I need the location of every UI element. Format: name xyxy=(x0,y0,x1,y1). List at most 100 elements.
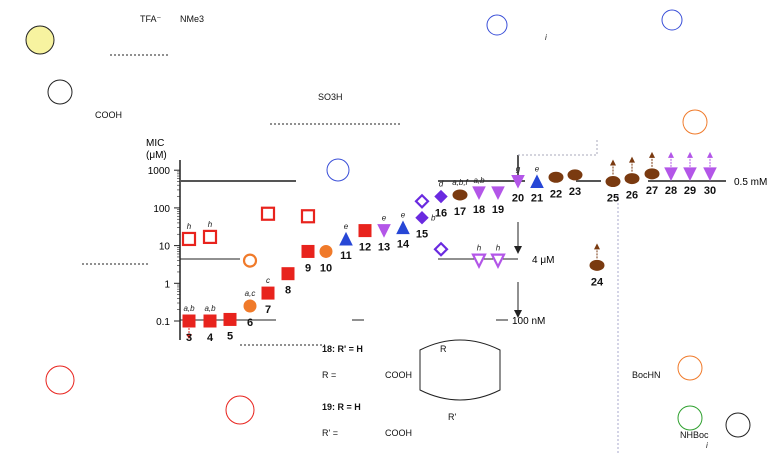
footnote-mark: h xyxy=(187,222,192,231)
cooh-label: COOH xyxy=(95,110,122,120)
nhboc-label: NHBoc xyxy=(680,430,709,440)
marker-15 xyxy=(414,193,430,209)
compound-number: 16 xyxy=(435,208,447,220)
footnote-mark: h xyxy=(477,244,482,253)
marker-23 xyxy=(567,169,583,181)
macrocycle-18-19 xyxy=(419,339,501,401)
dotted-connector xyxy=(518,140,598,156)
marker-28 xyxy=(664,167,678,181)
benzoxazole-ring xyxy=(326,158,350,182)
marker-25 xyxy=(605,176,621,188)
marker-19 xyxy=(490,253,506,270)
marker-9 xyxy=(301,244,315,258)
footnote-mark: g xyxy=(516,165,521,174)
compound-number: 21 xyxy=(531,193,543,205)
dithiolane-23 xyxy=(682,109,708,135)
level-100nM: 100 nM xyxy=(512,316,545,327)
marker-8 xyxy=(281,267,295,281)
compound-number: 23 xyxy=(569,186,581,198)
compound-number: 9 xyxy=(305,262,311,274)
benzothiazole-ring xyxy=(486,14,508,36)
so3h-label: SO3H xyxy=(318,92,343,102)
legend-19-r: R' = xyxy=(322,428,338,438)
marker-16 xyxy=(434,189,448,204)
arrow-up-head xyxy=(610,159,616,166)
marker-26 xyxy=(624,173,640,185)
footnote-mark: e xyxy=(401,211,406,220)
marker-12 xyxy=(358,224,372,238)
footnote-mark: h xyxy=(496,244,501,253)
dithiolane-28 xyxy=(677,355,703,381)
arrow-up-head xyxy=(707,151,713,158)
marker-22 xyxy=(548,171,564,183)
y-tick-label: 100 xyxy=(153,204,170,215)
marker-21 xyxy=(530,174,544,189)
footnote-15: i xyxy=(545,33,547,42)
compound-number: 22 xyxy=(550,188,562,200)
dithiolane-30 xyxy=(725,412,751,438)
compound-number: 18 xyxy=(473,204,485,216)
tfa-label: TFA⁻ xyxy=(140,14,162,24)
marker-7 xyxy=(260,206,276,221)
bochn-label: BocHN xyxy=(632,370,661,380)
compound-number: 24 xyxy=(591,276,604,288)
marker-6 xyxy=(242,253,258,268)
y-tick-label: 10 xyxy=(159,242,171,253)
compound-number: 12 xyxy=(359,242,371,254)
compound-number: 13 xyxy=(378,242,390,254)
marker-30 xyxy=(703,167,717,181)
reference-lines: 0.5 mM 4 μM 100 nM xyxy=(180,140,767,455)
footnote-mark: a,b,f xyxy=(452,178,468,187)
marker-5 xyxy=(223,312,237,326)
compound-number: 28 xyxy=(665,185,677,197)
structure-text: TFA⁻ NMe3 SO3H COOH 18: R' = H R = 19: R… xyxy=(25,9,751,450)
marker-6 xyxy=(243,299,257,313)
polysulfide-ring-10 xyxy=(225,395,255,425)
compound-number: 3 xyxy=(186,332,192,344)
arrow-up-head xyxy=(594,243,600,250)
compound-number: 4 xyxy=(207,332,214,344)
marker-20 xyxy=(511,175,525,189)
footnote-mark: a,b xyxy=(183,304,195,313)
legend-18-r: R = xyxy=(322,370,336,380)
compound-number: 5 xyxy=(227,330,233,342)
footnote-mark: e xyxy=(535,165,540,174)
footnote-mark: a,c xyxy=(245,289,256,298)
footnote-mark: b xyxy=(431,214,436,223)
marker-19 xyxy=(491,186,505,201)
compound-number: 15 xyxy=(416,229,428,241)
arrow-down-head xyxy=(186,334,192,339)
footnote-27: i xyxy=(706,441,708,450)
arrow-up-head xyxy=(629,156,635,163)
marker-24 xyxy=(589,259,605,271)
compound-number: 10 xyxy=(320,262,332,274)
compound-number: 29 xyxy=(684,185,696,197)
r-label: R xyxy=(440,344,447,354)
compound-number: 27 xyxy=(646,185,658,197)
marker-18 xyxy=(471,253,487,270)
marker-11 xyxy=(339,231,353,246)
level-05mM: 0.5 mM xyxy=(734,177,767,188)
footnote-mark: c xyxy=(266,276,270,285)
marker-7 xyxy=(261,286,275,300)
marker-4 xyxy=(203,314,217,328)
rprime-label: R' xyxy=(448,412,456,422)
arrow-head xyxy=(514,310,522,318)
marker-14 xyxy=(396,220,410,235)
marker-13 xyxy=(377,224,391,238)
benzene-ring xyxy=(47,79,73,105)
chart-marks xyxy=(181,151,717,339)
compound-number: 26 xyxy=(626,190,638,202)
y-tick-label: 0.1 xyxy=(156,317,170,328)
xanthene-ring xyxy=(25,25,55,55)
legend-19: 19: R = H xyxy=(322,402,361,412)
compound-number: 6 xyxy=(247,317,253,329)
marker-3 xyxy=(181,231,197,247)
marker-29 xyxy=(683,167,697,181)
arrow-up-head xyxy=(649,151,655,158)
arrow-head xyxy=(514,246,522,254)
cooh-19: COOH xyxy=(385,428,412,438)
